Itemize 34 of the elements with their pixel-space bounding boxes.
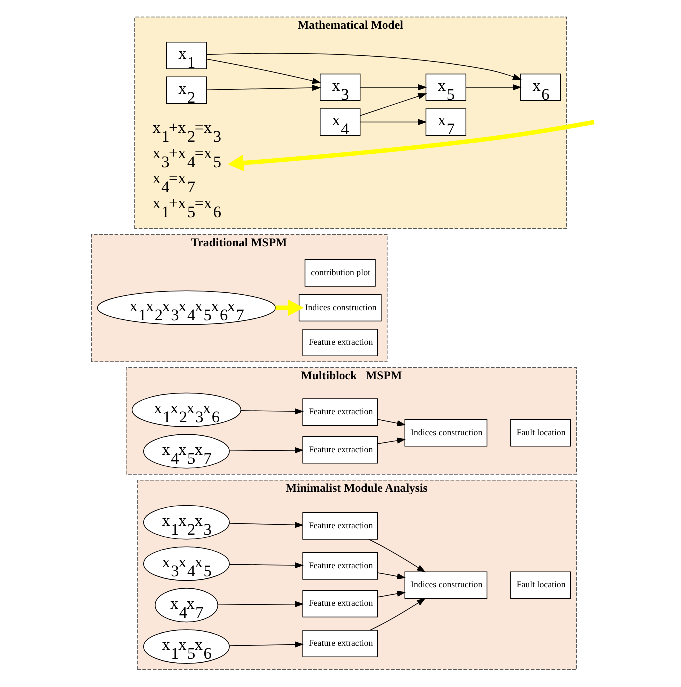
node-box: Feature extraction: [302, 398, 378, 426]
arrow: [206, 84, 322, 92]
arrow: [370, 598, 426, 631]
arrow: [276, 300, 304, 316]
arrow: [229, 642, 304, 648]
node-box: contribution plot: [304, 260, 376, 287]
arrow: [229, 522, 304, 528]
arrow: [240, 408, 304, 415]
arrow: [378, 438, 406, 444]
node-box: Feature extraction: [302, 552, 378, 580]
arrow: [360, 119, 428, 126]
arrow: [228, 120, 595, 172]
node-box: Feature extraction: [302, 512, 378, 540]
node-box: Indices construction: [298, 294, 382, 322]
node-box: Feature extraction: [302, 436, 378, 464]
node-box: Fault location: [510, 419, 572, 447]
arrow: [368, 539, 426, 573]
arrow: [378, 572, 406, 580]
arrow: [466, 84, 522, 91]
arrow: [206, 58, 322, 84]
arrow: [206, 53, 522, 80]
arrow: [229, 562, 304, 569]
arrow: [360, 93, 428, 116]
node-box: Fault location: [510, 572, 572, 600]
arrow: [378, 590, 406, 598]
node-box: Feature extraction: [302, 329, 378, 356]
arrow: [218, 601, 304, 608]
node-box: Indices construction: [404, 419, 488, 447]
node-box: Indices construction: [404, 572, 488, 600]
node-box: Feature extraction: [302, 590, 378, 618]
arrow: [360, 84, 428, 91]
arrow: [378, 419, 406, 427]
arrow: [229, 447, 304, 454]
node-box: Feature extraction: [302, 630, 378, 658]
